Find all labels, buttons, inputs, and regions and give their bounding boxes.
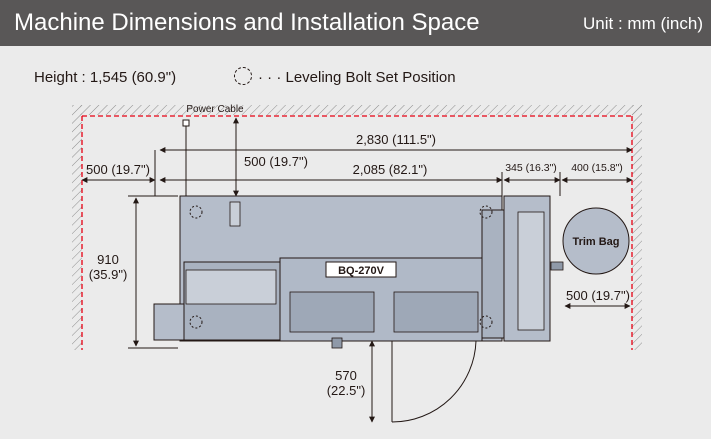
machine-outline [153,195,564,349]
depth-inch-label: (35.9") [89,267,128,282]
door-swing [391,340,477,423]
legend-text: · · · Leveling Bolt Set Position [258,69,456,86]
right-clearance-label: 500 (19.7") [566,288,630,303]
leveling-bolts [189,205,493,329]
model-label: BQ-270V [325,261,397,278]
trimbag-width-label: 400 (15.8") [571,162,623,174]
rear-clearance-label: 500 (19.7") [244,154,308,169]
trim-bag-label: Trim Bag [572,236,619,248]
machine-width-label: 2,085 (82.1") [353,162,428,177]
header-bar: Machine Dimensions and Installation Spac… [0,0,711,46]
unit-label: Unit : mm (inch) [583,14,703,33]
trim-bag: Trim Bag [562,207,630,275]
power-cable [182,119,190,196]
page-title: Machine Dimensions and Installation Spac… [14,9,480,36]
depth-mm-label: 910 [97,252,119,267]
model-name: BQ-270V [338,265,385,277]
power-cable-label: Power Cable [186,104,244,115]
dashed-circle-icon [234,67,252,85]
stacker-width-label: 345 (16.3") [505,162,557,174]
dimension-lines [81,117,633,423]
left-clearance-label: 500 (19.7") [86,162,150,177]
door-mm-label: 570 [335,368,357,383]
installation-walls [72,105,642,350]
overall-width-label: 2,830 (111.5") [356,132,436,147]
door-inch-label: (22.5") [327,383,366,398]
height-note: Height : 1,545 (60.9") [34,69,177,86]
